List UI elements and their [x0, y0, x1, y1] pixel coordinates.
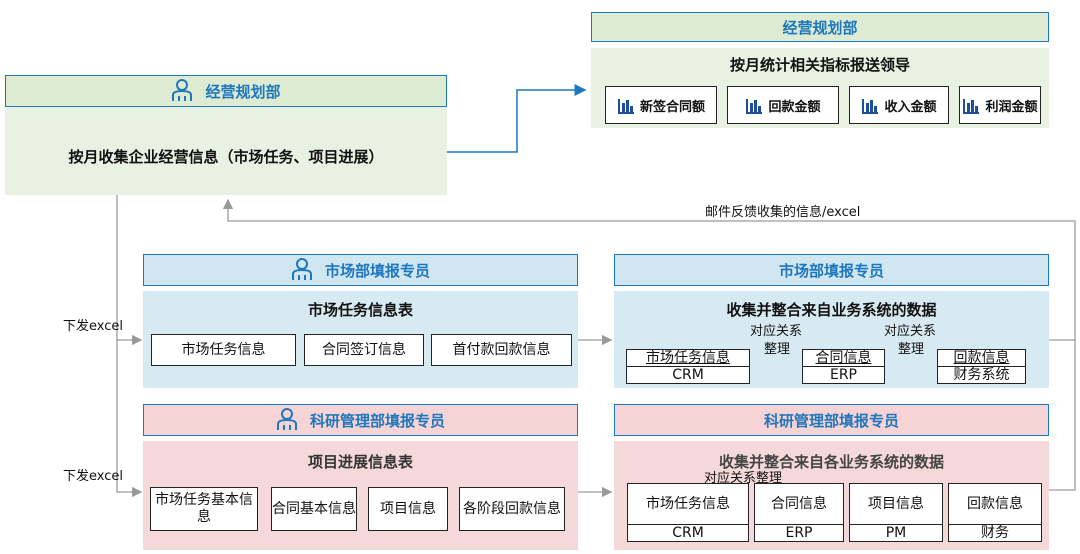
research-system-crm: 市场任务信息 CRM [627, 483, 749, 542]
system-name: CRM [627, 524, 749, 542]
research-system-erp: 合同信息 ERP [754, 483, 844, 542]
dispatch-label: 下发excel [63, 469, 123, 484]
market-left-title: 市场任务信息表 [307, 301, 413, 319]
research-left-header: 科研管理部填报专员 [143, 404, 578, 436]
kpi-new-contract: 新签合同额 [605, 86, 717, 124]
bar-chart-icon [746, 99, 763, 114]
system-info: 市场任务信息 [627, 483, 749, 524]
system-info: 项目信息 [849, 483, 943, 524]
feedback-arrow [222, 198, 1076, 395]
person-icon [276, 408, 297, 430]
system-name: CRM [626, 366, 750, 384]
system-name: ERP [802, 366, 885, 384]
left-panel-header-label: 经营规划部 [205, 82, 281, 101]
market-left-header: 市场部填报专员 [143, 254, 578, 286]
market-item: 首付款回款信息 [431, 334, 572, 366]
market-right-header: 市场部填报专员 [614, 254, 1049, 286]
kpi-income: 收入金额 [849, 86, 949, 124]
top-panel-title: 按月统计相关指标报送领导 [729, 56, 910, 74]
research-item: 合同基本信息 [271, 487, 357, 531]
left-panel-text: 按月收集企业经营信息（市场任务、项目进展） [68, 148, 384, 166]
system-name: PM [849, 524, 943, 542]
research-item: 市场任务基本信息 [150, 487, 258, 531]
system-info: 回款信息 [948, 483, 1042, 524]
market-item: 市场任务信息 [151, 334, 296, 366]
relation-label: 对应关系 [884, 324, 937, 339]
system-info: 合同信息 [802, 349, 885, 366]
system-block-crm: 市场任务信息 CRM [626, 349, 750, 384]
research-system-pm: 项目信息 PM [849, 483, 943, 542]
bar-chart-icon [862, 99, 879, 114]
relation-label: 对应关系 [750, 324, 803, 339]
relation-label: 对应关系整理 [704, 471, 783, 486]
research-left-title: 项目进展信息表 [307, 453, 413, 471]
research-system-finance: 回款信息 财务 [948, 483, 1042, 542]
person-icon [172, 79, 193, 101]
left-panel-header: 经营规划部 [5, 75, 447, 107]
research-item: 各阶段回款信息 [459, 487, 565, 531]
kpi-payment: 回款金额 [727, 86, 839, 124]
market-right-title: 收集并整合来自业务系统的数据 [726, 301, 937, 319]
market-left-header-label: 市场部填报专员 [324, 261, 430, 280]
bar-chart-icon [617, 99, 634, 114]
report-arrow [445, 84, 587, 153]
system-info: 合同信息 [754, 483, 844, 524]
kpi-label: 利润金额 [985, 99, 1038, 115]
system-block-finance: 回款信息 财务系统 [937, 349, 1026, 384]
system-name: ERP [754, 524, 844, 542]
research-right-header: 科研管理部填报专员 [614, 404, 1049, 436]
organize-label: 整理 [764, 342, 791, 357]
organize-label: 整理 [898, 342, 925, 357]
research-left-header-label: 科研管理部填报专员 [309, 411, 445, 430]
feedback-label: 邮件反馈收集的信息/excel [705, 205, 861, 220]
kpi-profit: 利润金额 [959, 86, 1041, 124]
dispatch-label: 下发excel [63, 319, 123, 334]
system-name: 财务 [948, 524, 1042, 542]
kpi-label: 回款金额 [768, 99, 821, 115]
system-name: 财务系统 [937, 366, 1026, 384]
kpi-label: 收入金额 [884, 99, 937, 115]
system-info: 市场任务信息 [626, 349, 750, 366]
bar-chart-icon [963, 99, 980, 114]
dispatch-arrow-2 [116, 340, 143, 498]
system-info: 回款信息 [937, 349, 1026, 366]
person-icon [291, 258, 312, 280]
research-right-title: 收集并整合来自各业务系统的数据 [718, 453, 944, 471]
system-block-erp: 合同信息 ERP [802, 349, 885, 384]
kpi-label: 新签合同额 [639, 99, 705, 115]
market-item: 合同签订信息 [304, 334, 424, 366]
top-panel-header: 经营规划部 [591, 12, 1049, 42]
research-item: 项目信息 [368, 487, 448, 531]
